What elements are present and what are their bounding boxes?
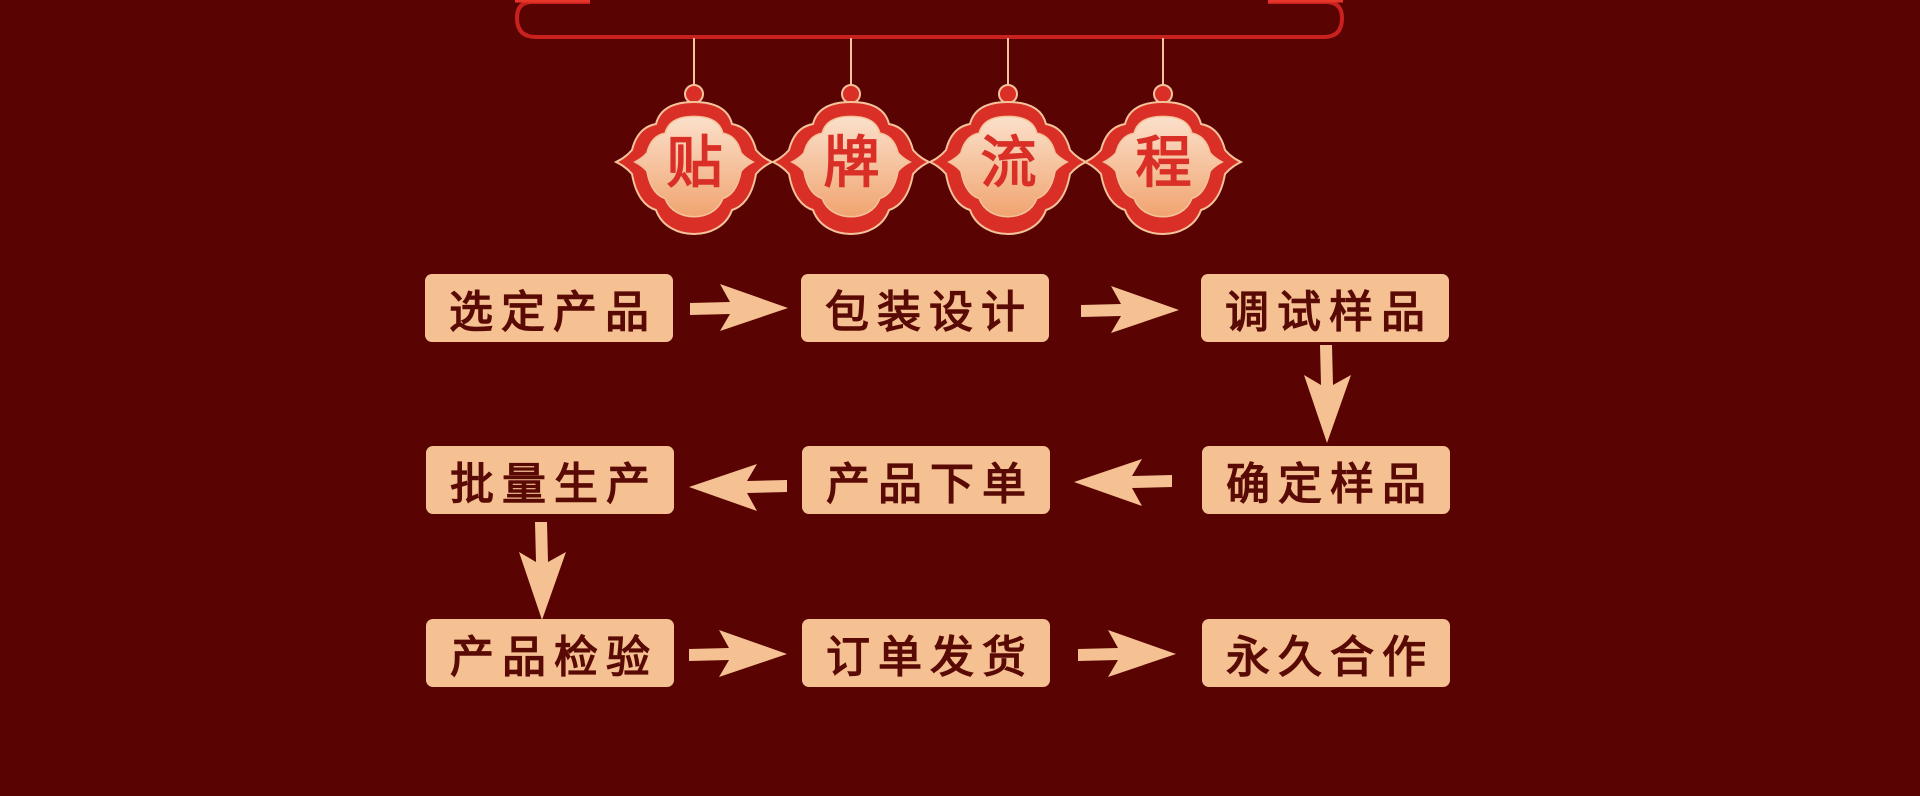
step-long-term-cooperation: 永久合作 — [1202, 619, 1450, 687]
step-label: 批量生产 — [450, 459, 658, 510]
arrow-down-icon — [1304, 345, 1351, 443]
step-label: 永久合作 — [1226, 632, 1434, 683]
arrow-down-icon — [519, 522, 566, 620]
step-inspection: 产品检验 — [426, 619, 674, 687]
step-shipping: 订单发货 — [802, 619, 1050, 687]
arrow-left-icon — [1074, 459, 1172, 506]
step-confirm-sample: 确定样品 — [1202, 446, 1450, 514]
title-char: 贴 — [666, 130, 723, 196]
step-mass-production: 批量生产 — [426, 446, 674, 514]
arrow-right-icon — [689, 630, 787, 677]
arrow-right-icon — [690, 284, 788, 331]
arrow-right-icon — [1078, 630, 1176, 677]
step-label: 订单发货 — [826, 632, 1034, 683]
step-label: 确定样品 — [1226, 459, 1434, 510]
step-label: 产品下单 — [826, 459, 1034, 510]
step-sample-tuning: 调试样品 — [1201, 274, 1449, 342]
lantern-2 — [772, 38, 930, 235]
title-char: 流 — [980, 130, 1037, 196]
title-char: 牌 — [823, 130, 880, 196]
step-label: 包装设计 — [825, 287, 1033, 338]
arrow-left-icon — [689, 464, 787, 511]
lantern-4 — [1084, 38, 1242, 235]
lantern-1 — [615, 38, 773, 235]
hanging-rail — [514, 0, 1345, 39]
step-label: 产品检验 — [450, 632, 658, 683]
title-char: 程 — [1135, 130, 1192, 196]
step-label: 调试样品 — [1225, 287, 1433, 338]
step-label: 选定产品 — [449, 287, 657, 338]
step-place-order: 产品下单 — [802, 446, 1050, 514]
lantern-3 — [929, 38, 1087, 235]
step-packaging-design: 包装设计 — [801, 274, 1049, 342]
arrow-right-icon — [1081, 286, 1179, 333]
step-select-product: 选定产品 — [425, 274, 673, 342]
